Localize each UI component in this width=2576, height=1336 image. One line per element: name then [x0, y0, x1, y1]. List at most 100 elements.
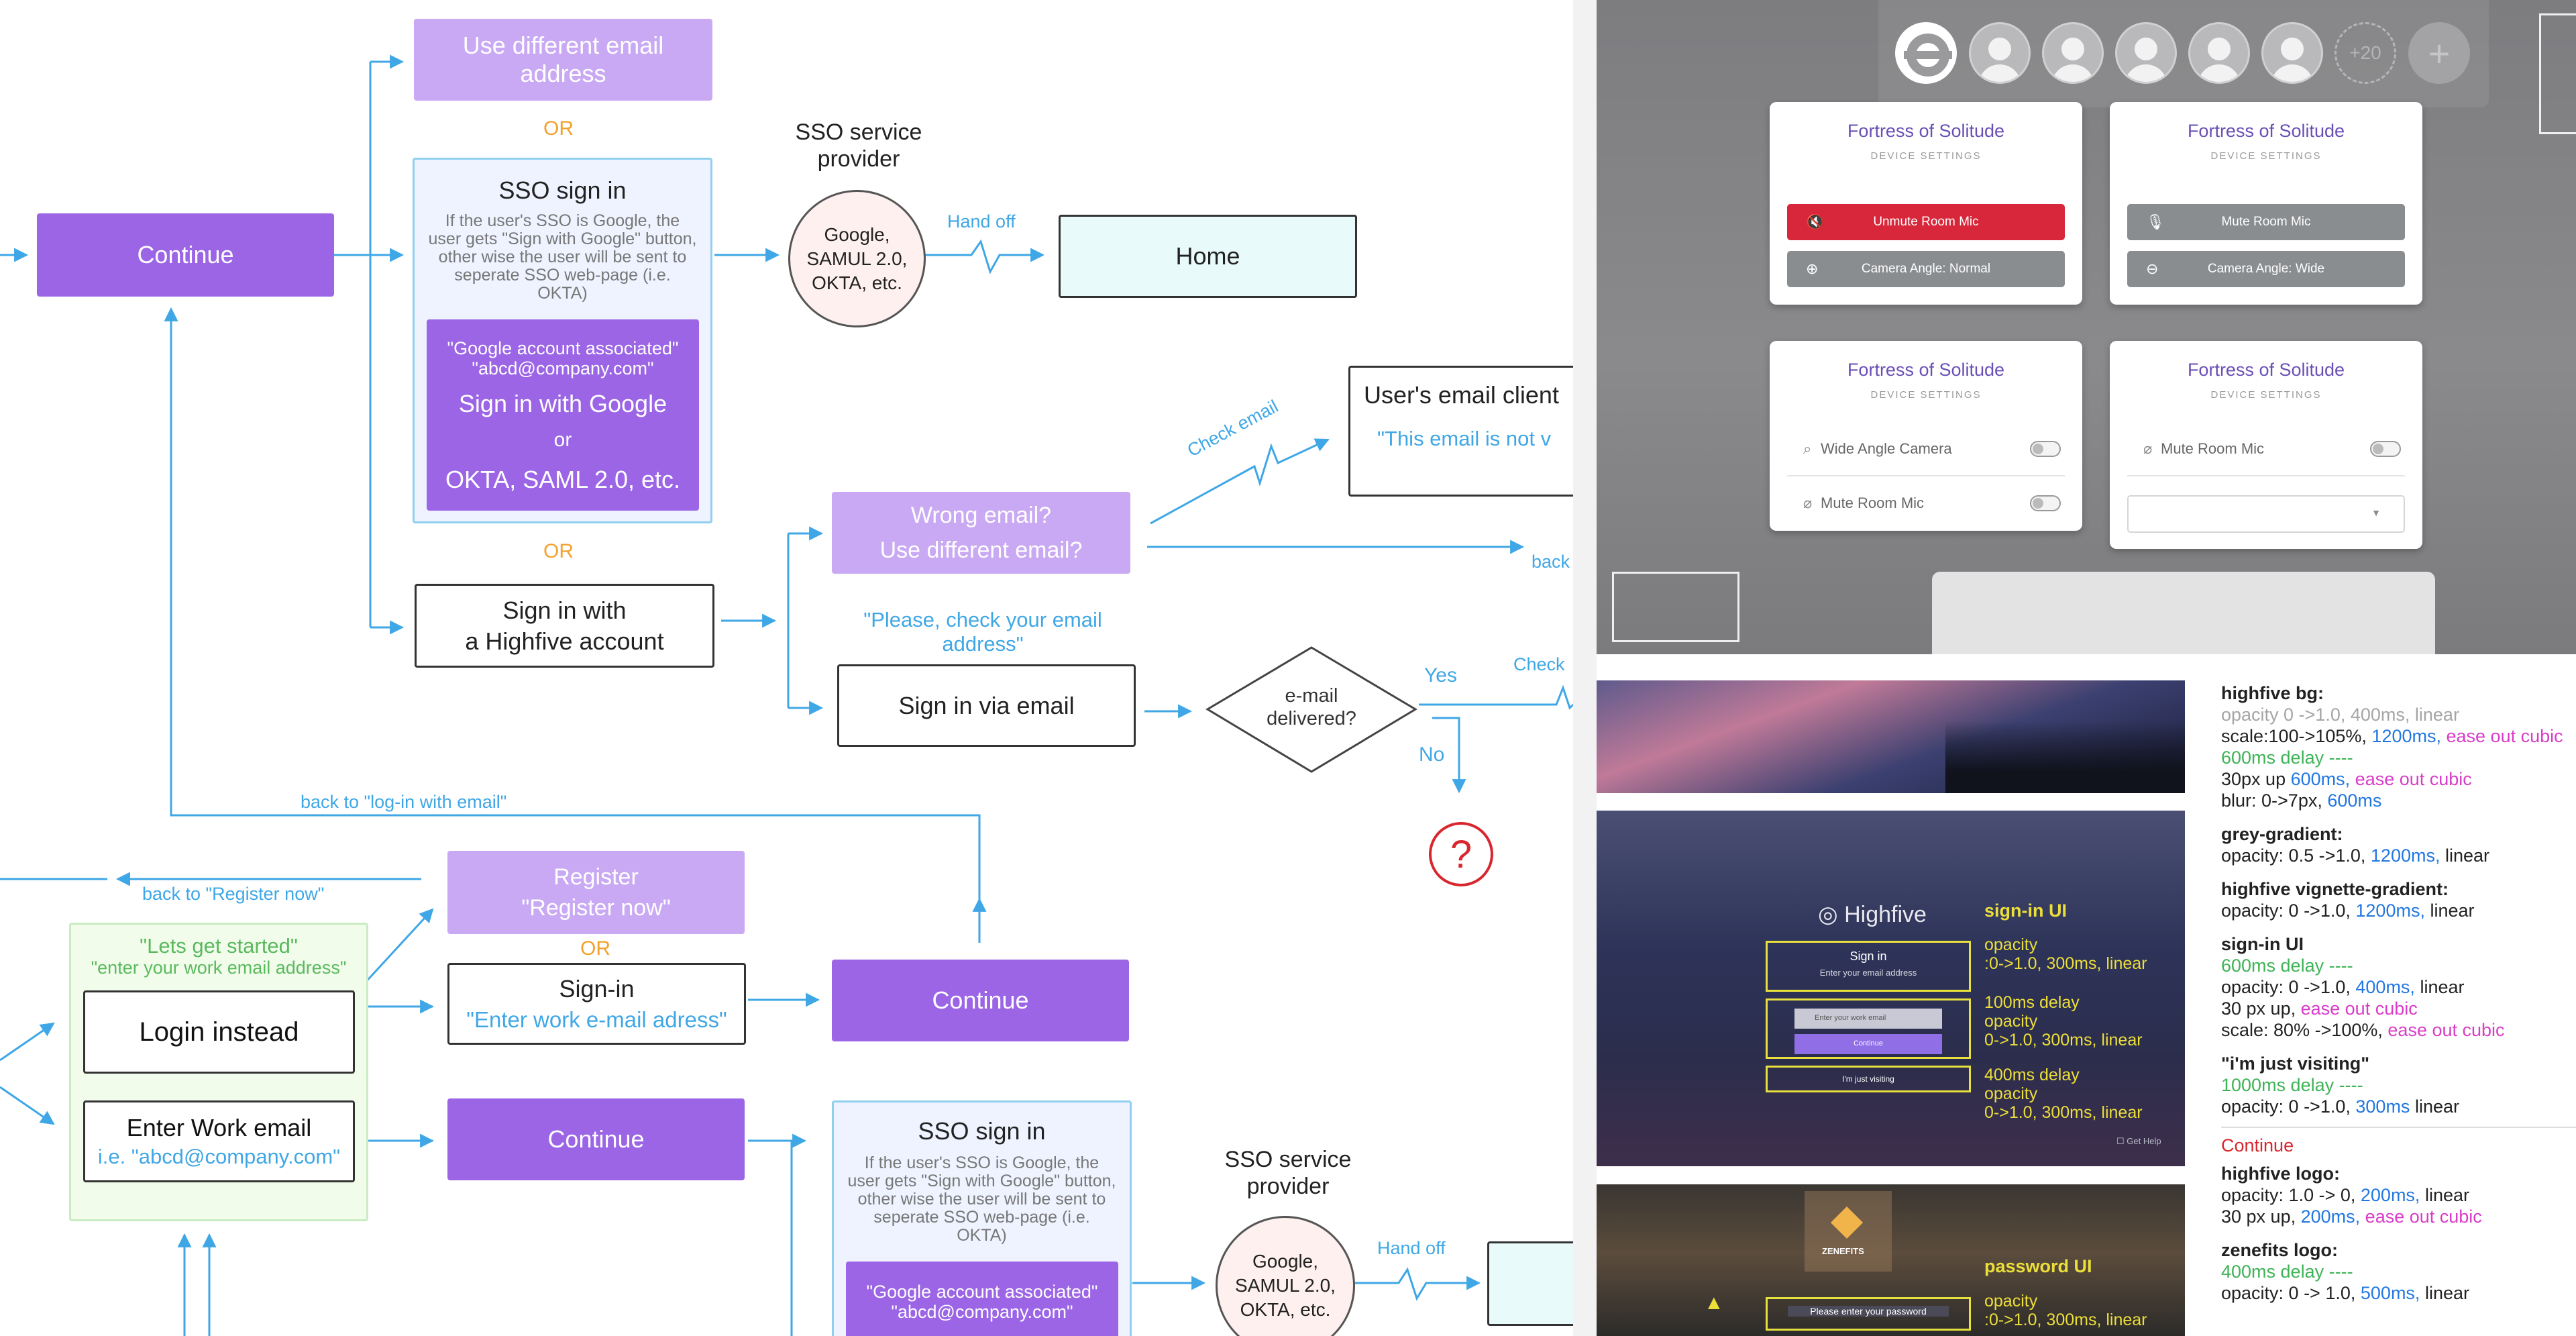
continue-button-1[interactable]: Continue — [37, 213, 334, 297]
no-label: No — [1419, 743, 1445, 766]
sign-in-via-email-button[interactable]: Sign in via email — [837, 664, 1136, 747]
note-delay: 400ms delay ---- — [2221, 1262, 2353, 1282]
note-text: opacity: 0 ->1.0, — [2221, 1096, 2351, 1117]
email-input[interactable]: Enter your work email — [1794, 1009, 1942, 1029]
zoom-icon: ⌕ — [1803, 440, 1812, 457]
more-participants-count: +20 — [2349, 42, 2381, 63]
highfive-logo: ◎ Highfive — [1818, 902, 1927, 927]
btn-label: Camera Angle: Normal — [1861, 262, 1991, 276]
continue-button-3[interactable]: Continue — [447, 1098, 745, 1180]
enter-work-email-button[interactable]: Enter Work email i.e. "abcd@company.com" — [83, 1100, 355, 1182]
panel-divider — [1573, 0, 1597, 1336]
row-label: Mute Room Mic — [1821, 495, 1925, 511]
password-field-box: Please enter your password — [1766, 1297, 1971, 1331]
continue-button-2[interactable]: Continue — [832, 960, 1129, 1041]
mute-room-mic-button[interactable]: 🎙 Mute Room Mic — [2127, 204, 2405, 240]
host-avatar-icon[interactable] — [1895, 22, 1957, 84]
note-text: opacity: 0 ->1.0, — [2221, 901, 2351, 921]
home-box-2[interactable] — [1487, 1241, 1573, 1326]
note-text: scale:100->105%, — [2221, 726, 2367, 746]
just-visiting-box[interactable]: I'm just visiting — [1766, 1066, 1971, 1092]
wide-angle-toggle[interactable] — [2030, 441, 2061, 457]
note-text: linear — [2420, 977, 2465, 997]
wrong-email-box[interactable]: Wrong email? Use different email? — [832, 492, 1130, 574]
note-duration: 300ms — [2355, 1096, 2410, 1117]
yes-label: Yes — [1424, 664, 1457, 686]
mic-off-icon: ⌀ — [1803, 495, 1813, 511]
note-easing: ease out cubic — [2300, 998, 2418, 1019]
sso-provider-title-2: SSO service provider — [1224, 1147, 1352, 1199]
note-easing: ease out cubic — [2365, 1206, 2482, 1227]
email-input-placeholder: Enter your work email — [1815, 1014, 1886, 1022]
card-title: Fortress of Solitude — [1847, 121, 2005, 141]
note-duration: 1200ms, — [2370, 845, 2440, 866]
signin-enter-email-box[interactable]: Sign-in "Enter work e-mail adress" — [447, 963, 746, 1045]
card-title: Fortress of Solitude — [1847, 360, 2005, 380]
participant-avatar-icon[interactable] — [1969, 22, 2031, 84]
email-not-verified: "This email is not v — [1377, 427, 1552, 450]
sso-signin-panel: SSO sign in If the user's SSO is Google,… — [413, 158, 712, 523]
enter-work-email-quote: "Enter work e-mail adress" — [466, 1007, 727, 1032]
home-box[interactable]: Home — [1059, 215, 1357, 298]
bg-notes-title: highfive bg: — [2221, 683, 2324, 703]
unmute-room-mic-button[interactable]: 🔇 Unmute Room Mic — [1787, 204, 2065, 240]
note-duration: 400ms, — [2355, 977, 2415, 997]
register-now-label: "Register now" — [521, 895, 671, 921]
delay-label-2: 100ms delay — [1984, 993, 2080, 1012]
google-signin-block-2[interactable]: "Google account associated" "abcd@compan… — [846, 1262, 1118, 1336]
email-delivered-diamond — [1205, 646, 1417, 773]
lets-get-started-label: "Lets get started" — [140, 934, 298, 958]
note-text: opacity: 0 -> 1.0, — [2221, 1283, 2356, 1303]
use-different-email-box[interactable]: Use different email address — [414, 19, 712, 101]
signin-title: Sign in — [1849, 949, 1887, 963]
notes-divider — [2221, 1127, 2576, 1128]
mute-room-mic-row[interactable]: ⌀ Mute Room Mic — [1787, 476, 2065, 530]
device-select-dropdown[interactable]: ▼ — [2127, 495, 2405, 533]
bottom-tray — [1932, 572, 2435, 654]
participant-avatar-icon[interactable] — [2042, 22, 2104, 84]
signin-subtitle: Enter your email address — [1819, 968, 1917, 978]
note-text: linear — [2445, 845, 2490, 866]
sso-signin-title-2: SSO sign in — [918, 1117, 1046, 1145]
google-signin-block[interactable]: "Google account associated" "abcd@compan… — [427, 319, 699, 511]
mute-mic-toggle[interactable] — [2370, 441, 2401, 457]
flow-connectors — [0, 54, 1573, 1336]
check-label: Check — [1513, 654, 1565, 674]
more-participants-badge[interactable]: +20 — [2334, 22, 2396, 84]
note-duration: 200ms, — [2300, 1206, 2361, 1227]
note-duration: 600ms, — [2290, 769, 2351, 789]
card-subtitle: DEVICE SETTINGS — [2210, 150, 2322, 162]
continue-button[interactable]: Continue — [1794, 1034, 1942, 1054]
card-subtitle: DEVICE SETTINGS — [1870, 389, 1982, 401]
signin-header-box: Sign in Enter your email address — [1766, 941, 1971, 992]
card-subtitle: DEVICE SETTINGS — [1870, 150, 1982, 162]
get-help-link[interactable]: ☐ Get Help — [2116, 1136, 2161, 1146]
device-card-3: Fortress of Solitude DEVICE SETTINGS ⌕ W… — [1770, 341, 2082, 531]
note-text: linear — [2424, 1283, 2469, 1303]
note-duration: 1200ms, — [2371, 726, 2441, 746]
register-box[interactable]: Register "Register now" — [447, 851, 745, 934]
note-text: 30 px up, — [2221, 998, 2296, 1019]
sso-provider-title: SSO service provider — [795, 119, 922, 172]
wide-angle-camera-row[interactable]: ⌕ Wide Angle Camera — [1787, 423, 2065, 476]
mute-room-mic-row[interactable]: ⌀ Mute Room Mic — [2127, 423, 2405, 476]
device-settings-mockup: +20 + Fortress of Solitude DEVICE SETTIN… — [1597, 0, 2576, 654]
mute-mic-toggle[interactable] — [2030, 495, 2061, 511]
password-input[interactable]: Please enter your password — [1788, 1306, 1949, 1317]
camera-angle-wide-button[interactable]: ⊖ Camera Angle: Wide — [2127, 251, 2405, 287]
highfive-signin-button[interactable]: Sign in with a Highfive account — [415, 584, 714, 668]
edge-frame — [2539, 13, 2576, 134]
login-instead-button[interactable]: Login instead — [83, 990, 355, 1074]
participant-avatar-icon[interactable] — [2115, 22, 2177, 84]
animation-samples: ◎ Highfive sign-in UI Sign in Enter your… — [1597, 654, 2212, 1336]
or-label-2: OR — [543, 540, 574, 562]
participant-avatar-icon[interactable] — [2188, 22, 2250, 84]
note-text: opacity: 1.0 -> 0, — [2221, 1185, 2356, 1205]
btn-label: Unmute Room Mic — [1873, 215, 1979, 229]
participant-avatar-icon[interactable] — [2261, 22, 2323, 84]
camera-angle-normal-button[interactable]: ⊕ Camera Angle: Normal — [1787, 251, 2065, 287]
back-to-register-label: back to "Register now" — [142, 884, 325, 904]
continue-label: Continue — [1853, 1039, 1884, 1047]
email-client-title: User's email client — [1364, 381, 1559, 409]
plus-icon[interactable]: + — [2408, 22, 2470, 84]
